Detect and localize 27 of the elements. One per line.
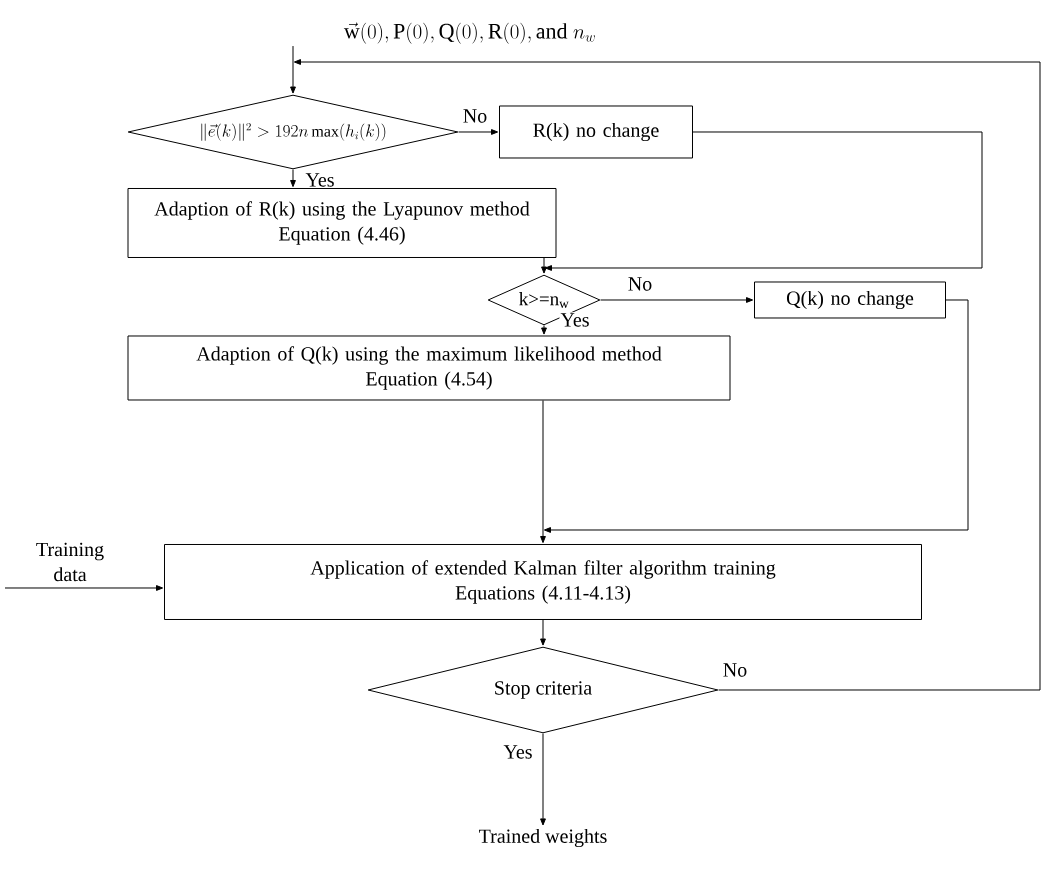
process-box: R(k) no change (499, 105, 693, 159)
process-box: Adaption of R(k) using the Lyapunov method Equation (4.46) (127, 188, 557, 258)
output-text: Trained weights (479, 828, 607, 848)
arrow (4, 585, 164, 591)
arrow (458, 129, 499, 135)
edge-label: No (721, 662, 749, 678)
edge-label: No (461, 108, 489, 124)
arrow (544, 131, 983, 271)
edge-label: Yes (502, 744, 534, 760)
arrow (543, 299, 969, 533)
arrow (540, 619, 546, 646)
arrow (290, 45, 296, 94)
edge-label: Yes (304, 172, 336, 188)
edge-label: No (626, 276, 654, 292)
arrow (541, 257, 547, 274)
arrow (540, 400, 546, 544)
edge-label: Yes (559, 312, 591, 328)
process-box: Application of extended Kalman filter algorithm training Equations (4.11-4.13) (164, 544, 922, 620)
arrow (293, 59, 1041, 691)
arrow (541, 325, 547, 335)
input-text: Training data (36, 542, 104, 582)
input-text: $\vec{\mathrm{w}}(0),\mathrm{P}(0),\mathrm{Q}(0),\mathrm{R}(0),\mathrm{and}\ n_w$ (343, 22, 595, 44)
arrow (540, 733, 546, 826)
arrow (290, 169, 296, 188)
arrow (600, 297, 754, 303)
process-box: Q(k) no change (754, 281, 946, 319)
process-box: Adaption of Q(k) using the maximum likelihood method Equation (4.54) (127, 335, 731, 401)
